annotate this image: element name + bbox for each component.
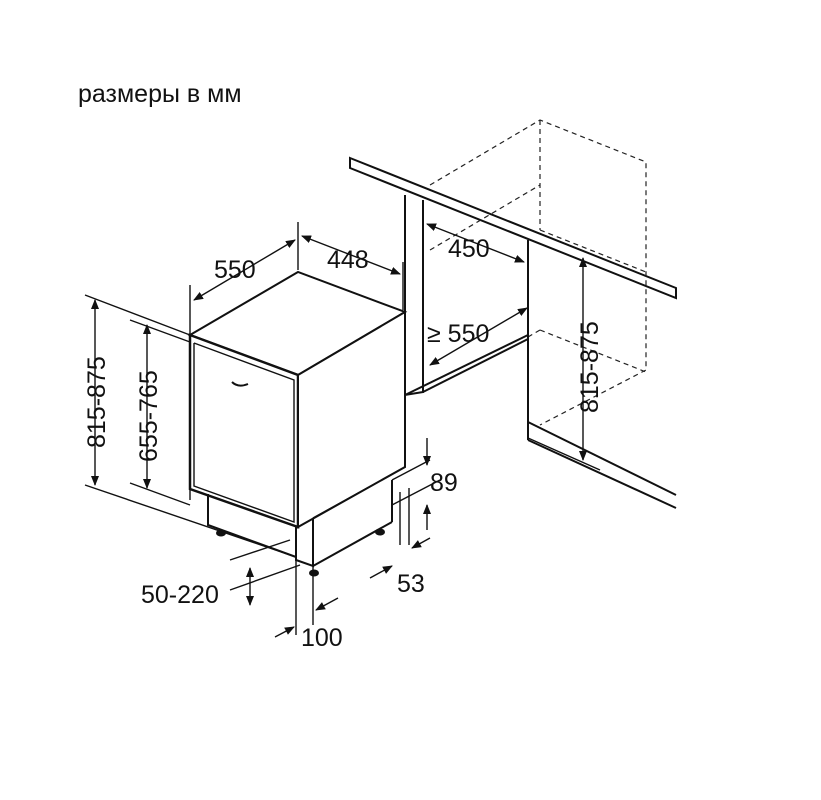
niche-width-label: 450 bbox=[448, 235, 490, 263]
width-label: 448 bbox=[327, 246, 369, 274]
niche-depth-label: ≥ 550 bbox=[427, 320, 489, 348]
dimensions-caption: размеры в мм bbox=[78, 80, 242, 108]
niche-height-label: 815-875 bbox=[576, 321, 604, 413]
dimension-lines bbox=[84, 222, 601, 638]
foot-icon bbox=[309, 569, 319, 577]
plinth-offset-label: 100 bbox=[301, 624, 343, 652]
plinth-depth-label: 53 bbox=[397, 570, 425, 598]
plinth-gap-label: 50-220 bbox=[141, 581, 219, 609]
depth-label: 550 bbox=[214, 256, 256, 284]
door-handle-icon bbox=[231, 381, 249, 387]
total-height-label: 815-875 bbox=[83, 356, 111, 448]
door-height-label: 655-765 bbox=[135, 370, 163, 462]
foot-icon bbox=[375, 528, 385, 536]
plinth-height-label: 89 bbox=[430, 469, 458, 497]
dishwasher-body bbox=[187, 270, 408, 577]
